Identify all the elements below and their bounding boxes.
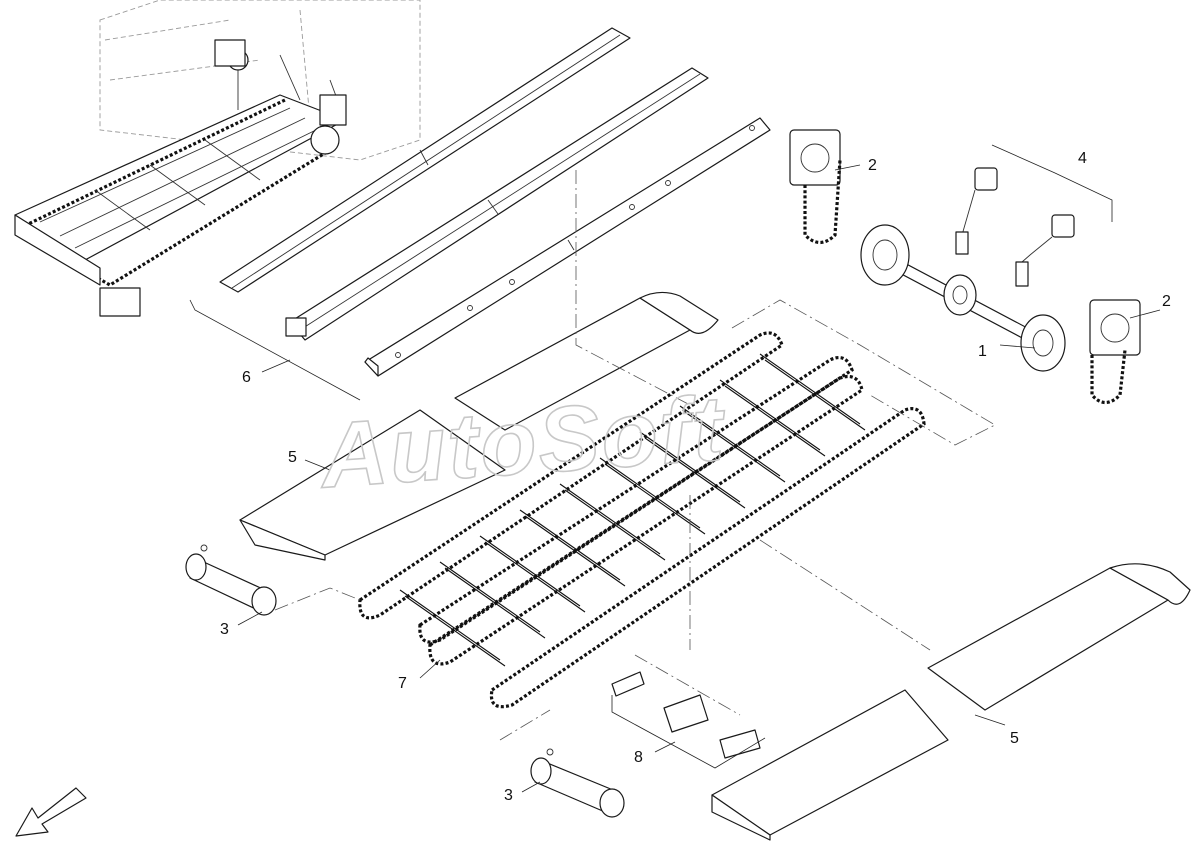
- arrow-down-left-icon: [15, 787, 87, 837]
- chain-strand-1: [358, 331, 784, 620]
- cover-panel-bottom: [711, 689, 949, 841]
- cover-panel-upper: [454, 291, 719, 431]
- callout-5-right: 5: [1010, 730, 1019, 747]
- callout-5-left: 5: [288, 449, 297, 466]
- conveyor-slats: [399, 353, 866, 667]
- reference-lines: [274, 170, 996, 741]
- bearing-unit-lower: [1089, 299, 1141, 405]
- chain-strand-3: [428, 374, 864, 666]
- callout-8: 8: [634, 749, 643, 766]
- sprocket-right: [1020, 314, 1066, 372]
- clip-set: [611, 671, 761, 759]
- chain-strand-2: [418, 356, 854, 644]
- callout-1: 1: [978, 343, 987, 360]
- sensor-bracket-2: [1015, 214, 1075, 287]
- sprocket-middle: [943, 274, 977, 316]
- cover-panel-right: [927, 563, 1191, 711]
- guide-rail-3: [364, 117, 771, 377]
- cover-panel-set: [239, 291, 1191, 841]
- tension-roller-upper: [185, 544, 277, 616]
- callout-4: 4: [1078, 150, 1087, 167]
- callout-2-lower: 2: [1162, 293, 1171, 310]
- drive-shaft-assembly: [860, 224, 1066, 372]
- tension-roller-lower: [530, 748, 625, 818]
- watermark: AutoSoft: [316, 377, 730, 507]
- machine-context-view: [14, 0, 421, 317]
- callout-3-lower: 3: [504, 787, 513, 804]
- callout-2-upper: 2: [868, 157, 877, 174]
- guide-rail-2: [285, 67, 709, 341]
- guide-rail-set: [219, 27, 771, 377]
- chain-strand-4: [489, 407, 926, 709]
- bearing-unit-upper: [789, 129, 842, 245]
- callout-6: 6: [242, 369, 251, 386]
- callout-7: 7: [398, 675, 407, 692]
- guide-rail-1: [219, 27, 631, 293]
- leader-lines: [189, 144, 1161, 793]
- sensor-bracket-1: [955, 167, 998, 255]
- sprocket-left: [860, 224, 910, 286]
- callout-labels: 1 2 2 3 3 4 5 5 6 7 8: [220, 150, 1171, 804]
- callout-3-upper: 3: [220, 621, 229, 638]
- cover-panel-left: [239, 409, 506, 561]
- conveyor-chain-assembly: [358, 331, 926, 709]
